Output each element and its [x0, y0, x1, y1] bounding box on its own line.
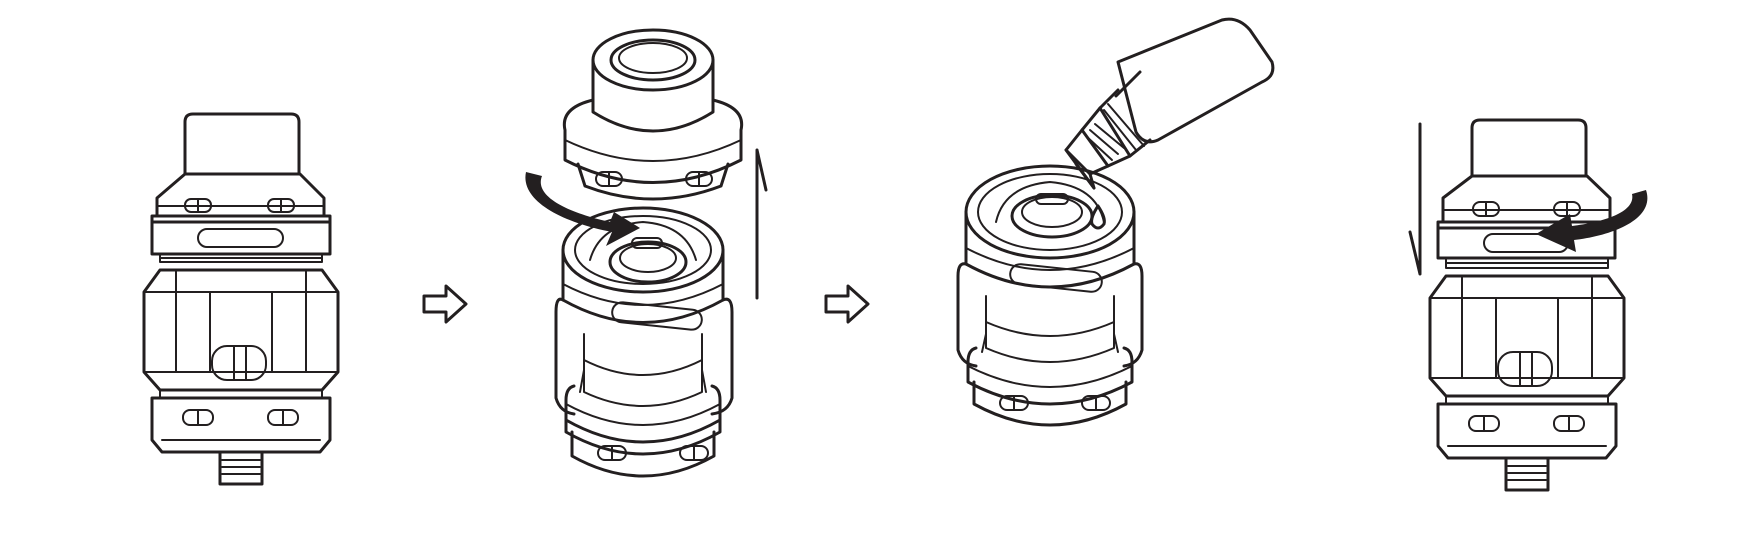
step-arrow-icon	[422, 284, 468, 324]
airflow-control	[211, 345, 267, 381]
coil-top	[1035, 193, 1069, 205]
lower-arrow-icon	[1408, 122, 1422, 276]
glass-tube	[554, 297, 734, 416]
fill-window	[197, 228, 284, 248]
step-3-fill-e-liquid	[956, 17, 1275, 427]
coil-top	[631, 237, 663, 249]
step-1-assembled-tank	[142, 112, 340, 486]
inner-coil-window	[1461, 297, 1593, 379]
fill-window	[1009, 263, 1103, 293]
step-4-reattach-top-cap	[1408, 118, 1648, 492]
top-cap	[1441, 174, 1612, 224]
rotation-arrow-icon	[525, 172, 640, 246]
rotation-arrow-icon	[1536, 190, 1648, 252]
connector-pin	[1504, 456, 1550, 492]
lifted-top-cap	[562, 98, 744, 184]
connector-pin	[218, 450, 264, 486]
inner-coil-window	[175, 291, 307, 373]
base	[1436, 402, 1618, 460]
dropper-bottle-icon	[1064, 17, 1275, 190]
step-arrow-icon	[824, 284, 870, 324]
fill-window	[611, 301, 703, 331]
top-cap	[155, 172, 326, 218]
step-2-unscrew-top-cap	[525, 28, 768, 478]
lift-arrow-icon	[755, 148, 768, 300]
airflow-control	[1497, 351, 1553, 387]
drop-icon	[1090, 204, 1106, 230]
drip-tip	[183, 112, 301, 176]
drip-tip	[1470, 118, 1588, 178]
base	[150, 396, 332, 454]
